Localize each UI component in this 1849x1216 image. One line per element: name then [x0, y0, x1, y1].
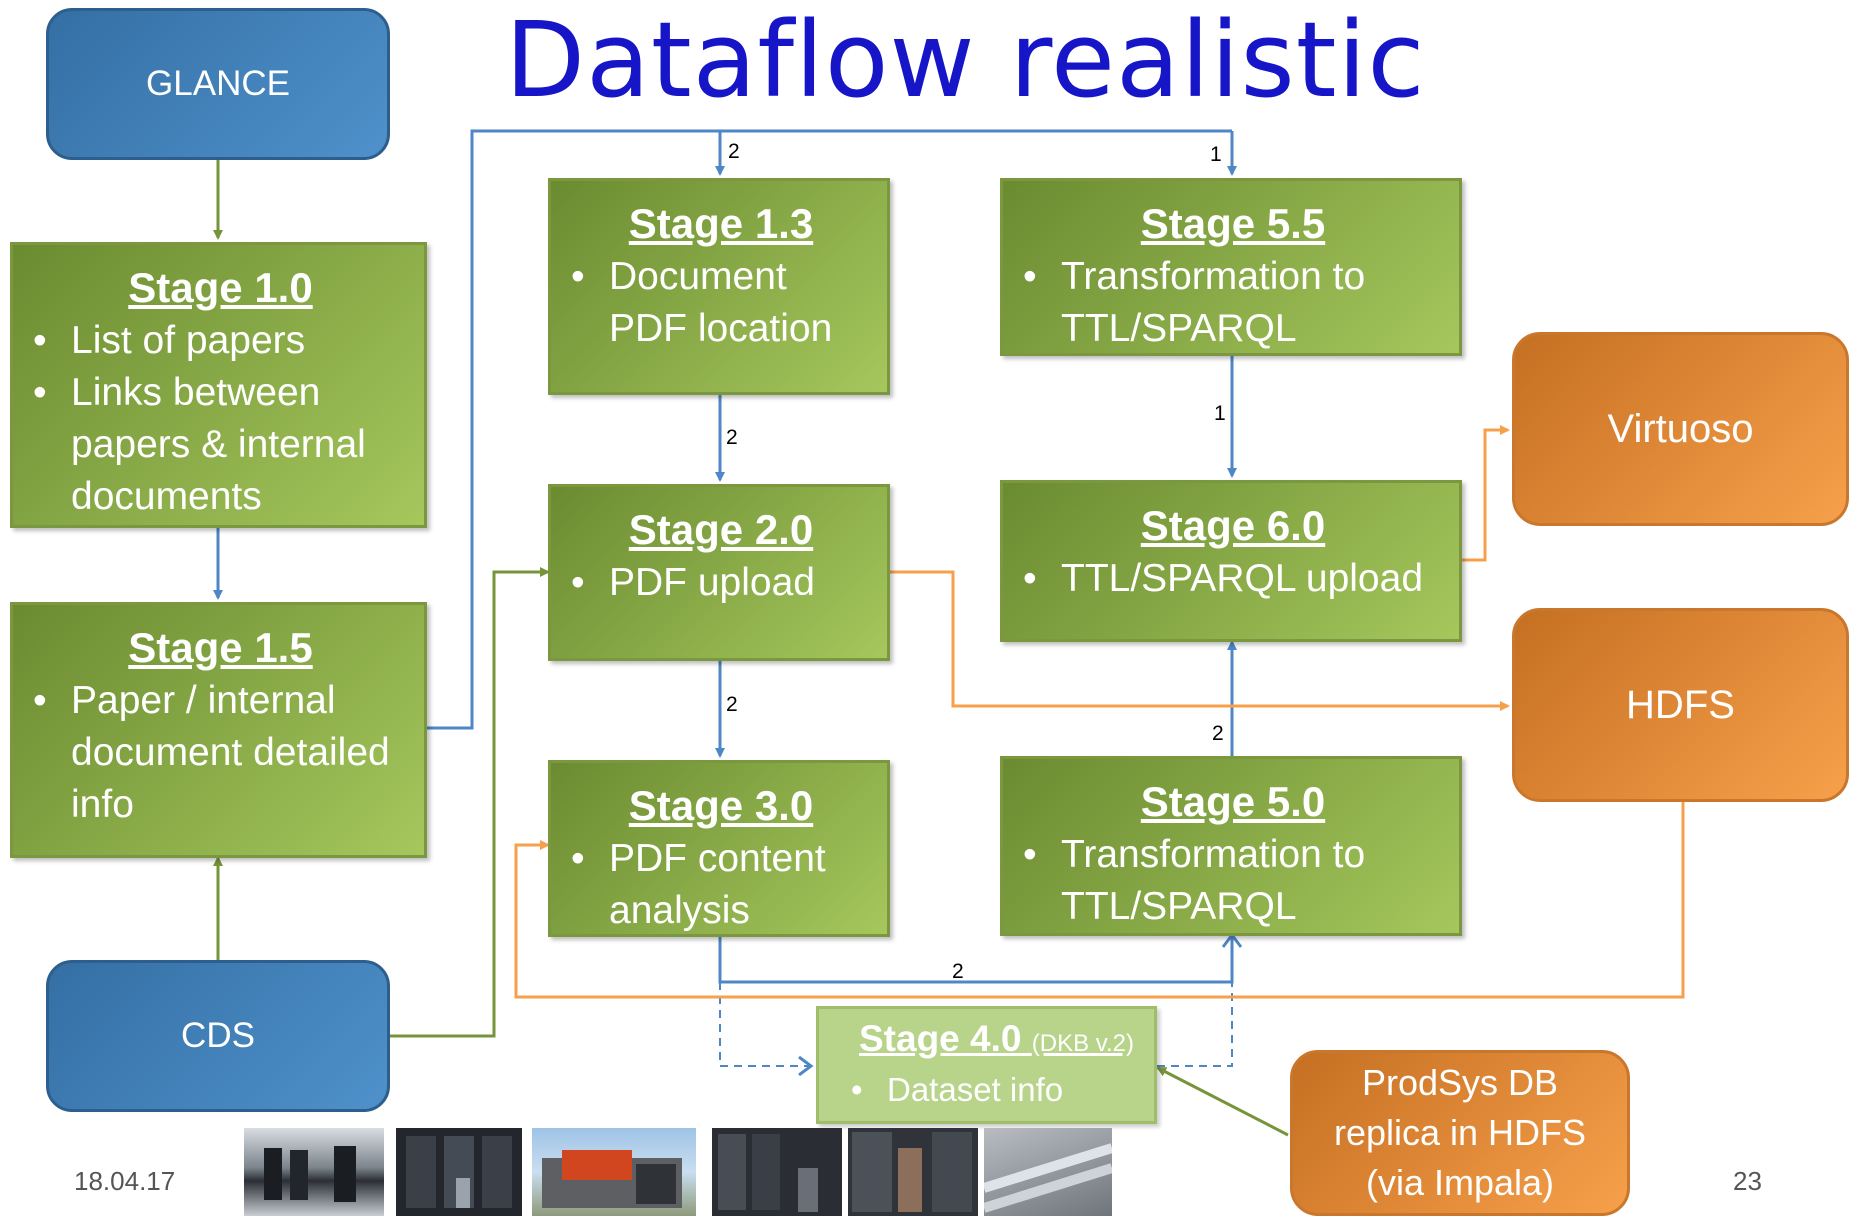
node-prodsys: ProdSys DB replica in HDFS (via Impala): [1290, 1050, 1630, 1216]
stage-1-0-item: List of papers: [33, 315, 408, 367]
edge-label-stage50-to-stage60: 2: [1212, 722, 1224, 745]
stage-5-5-item: Transformation to TTL/SPARQL: [1023, 251, 1443, 355]
stage-4-0-title-main: Stage 4.0: [859, 1018, 1022, 1059]
edge-label-top-to-stage55: 1: [1210, 143, 1222, 166]
edge-label-stage30-to-stage50: 2: [952, 960, 964, 983]
node-prodsys-label: ProdSys DB replica in HDFS (via Impala): [1333, 1062, 1587, 1203]
node-virtuoso-label: Virtuoso: [1607, 406, 1754, 451]
stage-4-0-subtitle: (DKB v.2): [1031, 1030, 1134, 1057]
stage-3-0-title: Stage 3.0: [628, 782, 814, 829]
stage-1-5-item: Paper / internal document detailed info: [33, 675, 408, 831]
edge-label-stage55-to-stage60: 1: [1214, 402, 1226, 425]
stage-3-0-item: PDF content analysis: [571, 833, 871, 937]
edge-label-top-to-stage13: 2: [728, 140, 740, 163]
stage-1-0-title: Stage 1.0: [128, 264, 313, 311]
edge-hdfs-to-stage30: [514, 802, 1685, 999]
node-glance: GLANCE: [46, 8, 390, 160]
photo-machine-room: [712, 1128, 842, 1216]
photo-operator: [848, 1128, 978, 1216]
edge-stage40-to-stage50-dashed: [1157, 982, 1233, 1067]
stage-1-0-item: Links between papers & internal document…: [33, 367, 408, 523]
stage-1-3-title: Stage 1.3: [628, 200, 814, 247]
edge-stage30-to-stage40-dashed: [719, 982, 810, 1066]
stage-5-5-title: Stage 5.5: [1140, 200, 1326, 247]
stage-2-0-item: PDF upload: [571, 557, 871, 609]
edge-stage15-to-top: [427, 129, 1232, 730]
edge-cds-to-stage20: [390, 567, 550, 1038]
stage-3-0: Stage 3.0 PDF content analysis: [548, 760, 890, 937]
edge-prodsys-to-stage40: [1156, 1066, 1289, 1137]
node-cds-label: CDS: [181, 1016, 255, 1055]
node-cds: CDS: [46, 960, 390, 1112]
stage-5-5: Stage 5.5 Transformation to TTL/SPARQL: [1000, 178, 1462, 356]
stage-4-0-title: Stage 4.0 (DKB v.2): [849, 1015, 1144, 1068]
photo-building: [532, 1128, 696, 1216]
node-virtuoso: Virtuoso: [1512, 332, 1849, 526]
stage-5-0-item: Transformation to TTL/SPARQL: [1023, 829, 1443, 933]
stage-5-0: Stage 5.0 Transformation to TTL/SPARQL: [1000, 756, 1462, 936]
edge-stage20-to-hdfs: [890, 570, 1510, 711]
stage-1-5-title: Stage 1.5: [128, 624, 313, 671]
stage-2-0-title: Stage 2.0: [628, 506, 814, 553]
stage-5-0-title: Stage 5.0: [1140, 778, 1326, 825]
stage-4-0-item: Dataset info: [851, 1068, 1144, 1112]
stage-6-0: Stage 6.0 TTL/SPARQL upload: [1000, 480, 1462, 642]
edge-label-stage20-to-stage30: 2: [726, 693, 738, 716]
edge-stage30-to-stage50: [718, 936, 1232, 984]
photo-server-room: [244, 1128, 384, 1216]
stage-1-3: Stage 1.3 Document PDF location: [548, 178, 890, 395]
node-glance-label: GLANCE: [146, 64, 290, 103]
stage-6-0-item: TTL/SPARQL upload: [1023, 553, 1443, 605]
stage-1-5: Stage 1.5 Paper / internal document deta…: [10, 602, 427, 858]
stage-6-0-title: Stage 6.0: [1140, 502, 1326, 549]
stage-1-3-item: Document PDF location: [571, 251, 871, 355]
page-number: 23: [1733, 1166, 1762, 1196]
node-hdfs-label: HDFS: [1626, 682, 1735, 727]
footer-date: 18.04.17: [74, 1166, 176, 1196]
photo-pipes: [984, 1128, 1112, 1216]
node-hdfs: HDFS: [1512, 608, 1849, 802]
stage-4-0: Stage 4.0 (DKB v.2) Dataset info: [816, 1006, 1157, 1124]
stage-1-0: Stage 1.0 List of papers Links between p…: [10, 242, 427, 528]
page-title: Dataflow realistic: [505, 0, 1426, 121]
edge-stage60-to-virtuoso: [1462, 425, 1510, 562]
edge-label-stage13-to-stage20: 2: [726, 426, 738, 449]
stage-2-0: Stage 2.0 PDF upload: [548, 484, 890, 661]
photo-server-racks: [396, 1128, 522, 1216]
